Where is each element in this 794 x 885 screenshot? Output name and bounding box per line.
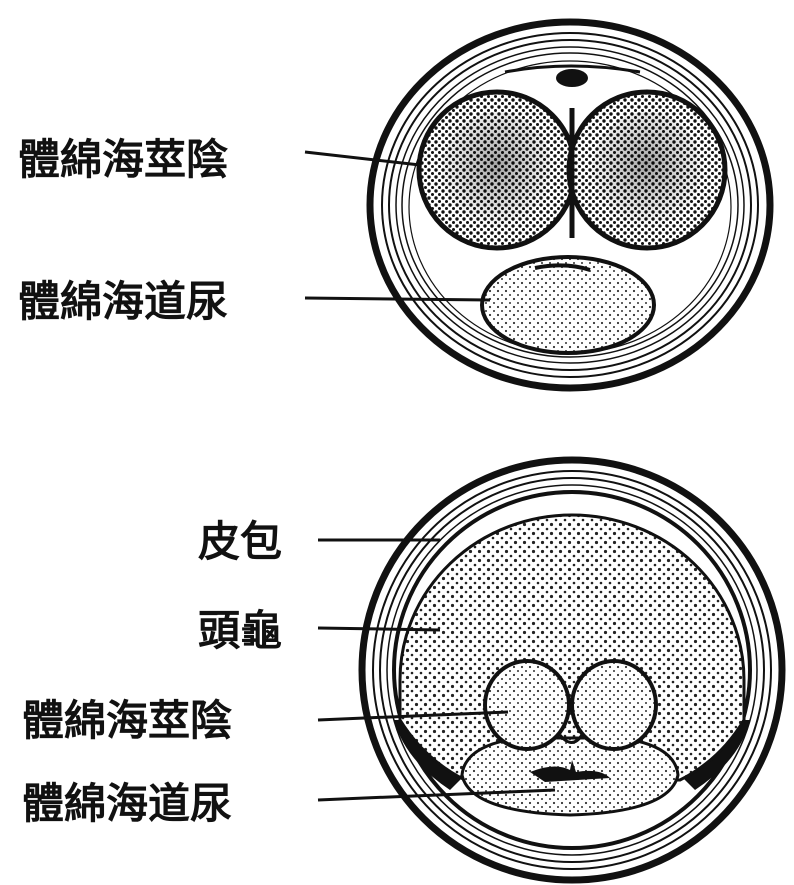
- bottom-cross-section: [317, 456, 786, 884]
- top-leader-spongiosum: [304, 296, 491, 302]
- top-cross-section: [304, 18, 774, 392]
- dorsal-vein: [556, 69, 588, 87]
- top-urethra: [534, 263, 591, 272]
- top-label-corpus-cavernosum: 體綿海莖陰: [18, 135, 228, 184]
- bottom-leader-cavernosum: [317, 710, 509, 722]
- bottom-corpus-cavernosum-right: [570, 659, 658, 751]
- bottom-label-corpus-spongiosum: 體綿海道尿: [22, 779, 232, 828]
- bottom-label-glans: 頭龜: [198, 606, 282, 655]
- bottom-leader-glans: [317, 626, 441, 632]
- top-label-corpus-spongiosum: 體綿海道尿: [18, 277, 228, 326]
- bottom-urethra: [530, 760, 610, 782]
- top-leader-cavernosum: [304, 150, 421, 167]
- top-corpus-spongiosum: [480, 255, 656, 355]
- bottom-corpus-cavernosum-left: [483, 659, 571, 751]
- bottom-label-corpus-cavernosum: 體綿海莖陰: [22, 696, 232, 745]
- bottom-label-prepuce: 皮包: [198, 517, 282, 566]
- bottom-leader-spongiosum: [317, 788, 556, 802]
